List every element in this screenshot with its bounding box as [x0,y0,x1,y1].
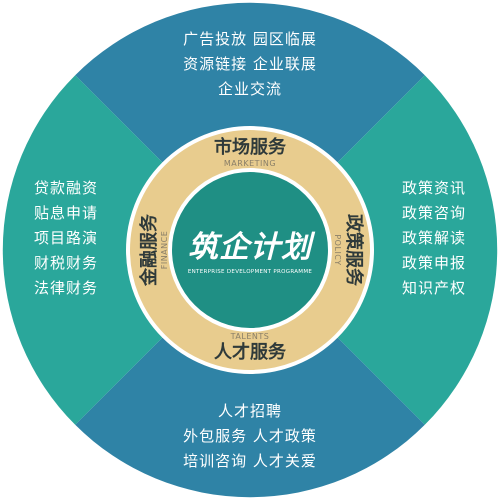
ring-label-top-en: MARKETING [224,159,276,168]
ring-label-right: 政策服务 [343,214,365,287]
outer-left-line-4: 财税财务 [34,254,98,272]
outer-top-line-2: 资源链接 企业联展 [183,55,317,73]
center-disc [168,168,332,332]
outer-right-line-3: 政策解读 [402,229,466,247]
outer-left-line-1: 贷款融资 [34,179,98,197]
ring-label-right-en: POLICY [333,234,342,265]
ring-label-top: 市场服务 [214,136,287,158]
ring-label-left: 金融服务 [138,213,160,287]
outer-left-line-2: 贴息申请 [34,204,98,222]
center-subtitle: ENTERPRISE DEVELOPMENT PROGRAMME [188,269,313,275]
ring-label-left-en: FINANCE [160,231,169,270]
outer-right-line-2: 政策咨询 [402,204,466,222]
outer-bottom-line-3: 培训咨询 人才关爱 [183,452,317,470]
outer-bottom-line-1: 人才招聘 [218,402,282,420]
outer-top-line-1: 广告投放 园区临展 [183,30,317,48]
outer-bottom-line-2: 外包服务 人才政策 [183,427,317,445]
center-title: 筑企计划 [188,230,316,265]
outer-right-line-4: 政策申报 [402,254,466,272]
ring-label-bottom: 人才服务 [214,341,287,363]
outer-right-line-1: 政策资讯 [402,179,466,197]
outer-top-line-3: 企业交流 [218,80,282,98]
outer-left-line-5: 法律财务 [34,279,98,297]
outer-right-line-5: 知识产权 [402,279,466,297]
ring-label-bottom-en: TALENTS [230,332,270,341]
outer-left-line-3: 项目路演 [34,229,98,247]
